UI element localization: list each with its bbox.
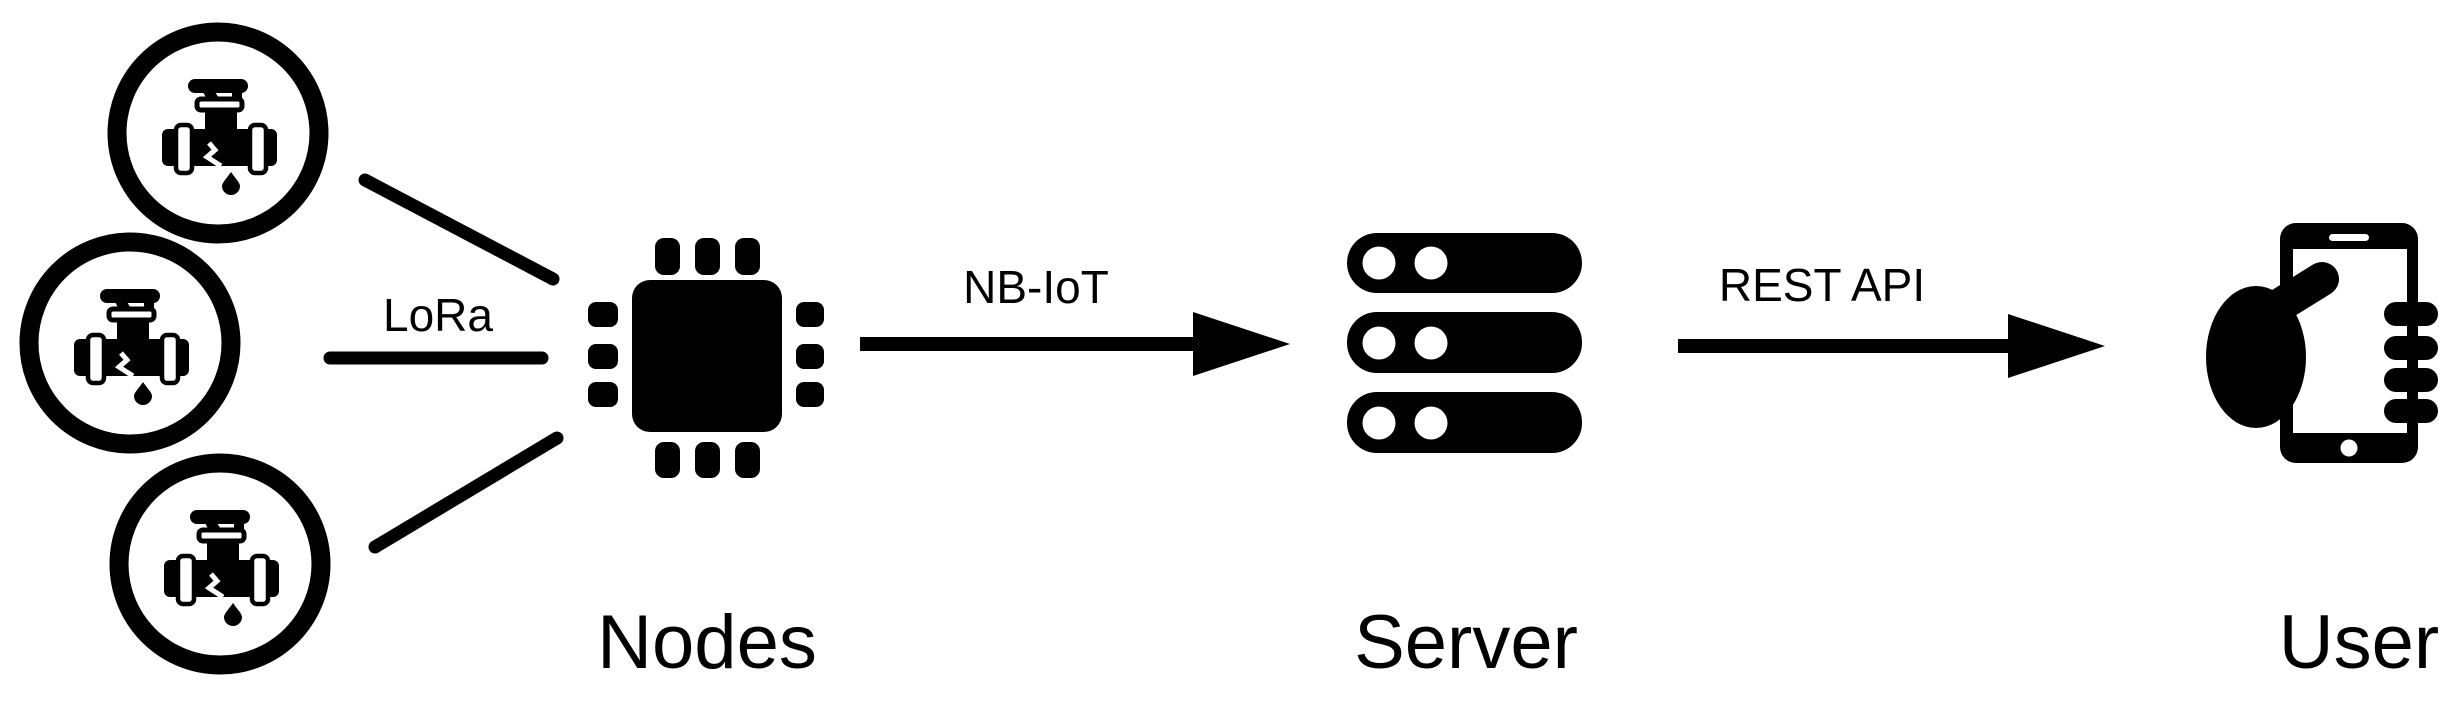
nbiot-arrow <box>860 312 1290 376</box>
lora-line-top <box>358 173 560 286</box>
hand-thumb <box>2231 262 2339 342</box>
water-valve-leak-icon <box>29 242 231 444</box>
nbiot-link-label: NB-IoT <box>963 261 1109 313</box>
hand-holding-smartphone-icon <box>2206 223 2438 463</box>
restapi-arrow <box>1678 314 2105 378</box>
lora-link-label: LoRa <box>383 289 493 341</box>
lora-line-bottom <box>368 431 564 554</box>
phone-speaker <box>2329 234 2369 241</box>
nodes-entity-label: Nodes <box>597 600 817 685</box>
arrowhead <box>2008 314 2105 378</box>
phone-home-button <box>2340 439 2358 457</box>
water-valve-leak-icon <box>119 463 321 665</box>
restapi-link-label: REST API <box>1718 259 1926 311</box>
user-entity-label: User <box>2278 600 2440 685</box>
arrowhead <box>1193 312 1290 376</box>
server-stack-icon <box>1347 233 1582 453</box>
microchip-icon <box>588 238 824 478</box>
water-valve-leak-icon <box>117 32 319 234</box>
lora-links <box>323 173 564 554</box>
server-entity-label: Server <box>1354 600 1578 685</box>
